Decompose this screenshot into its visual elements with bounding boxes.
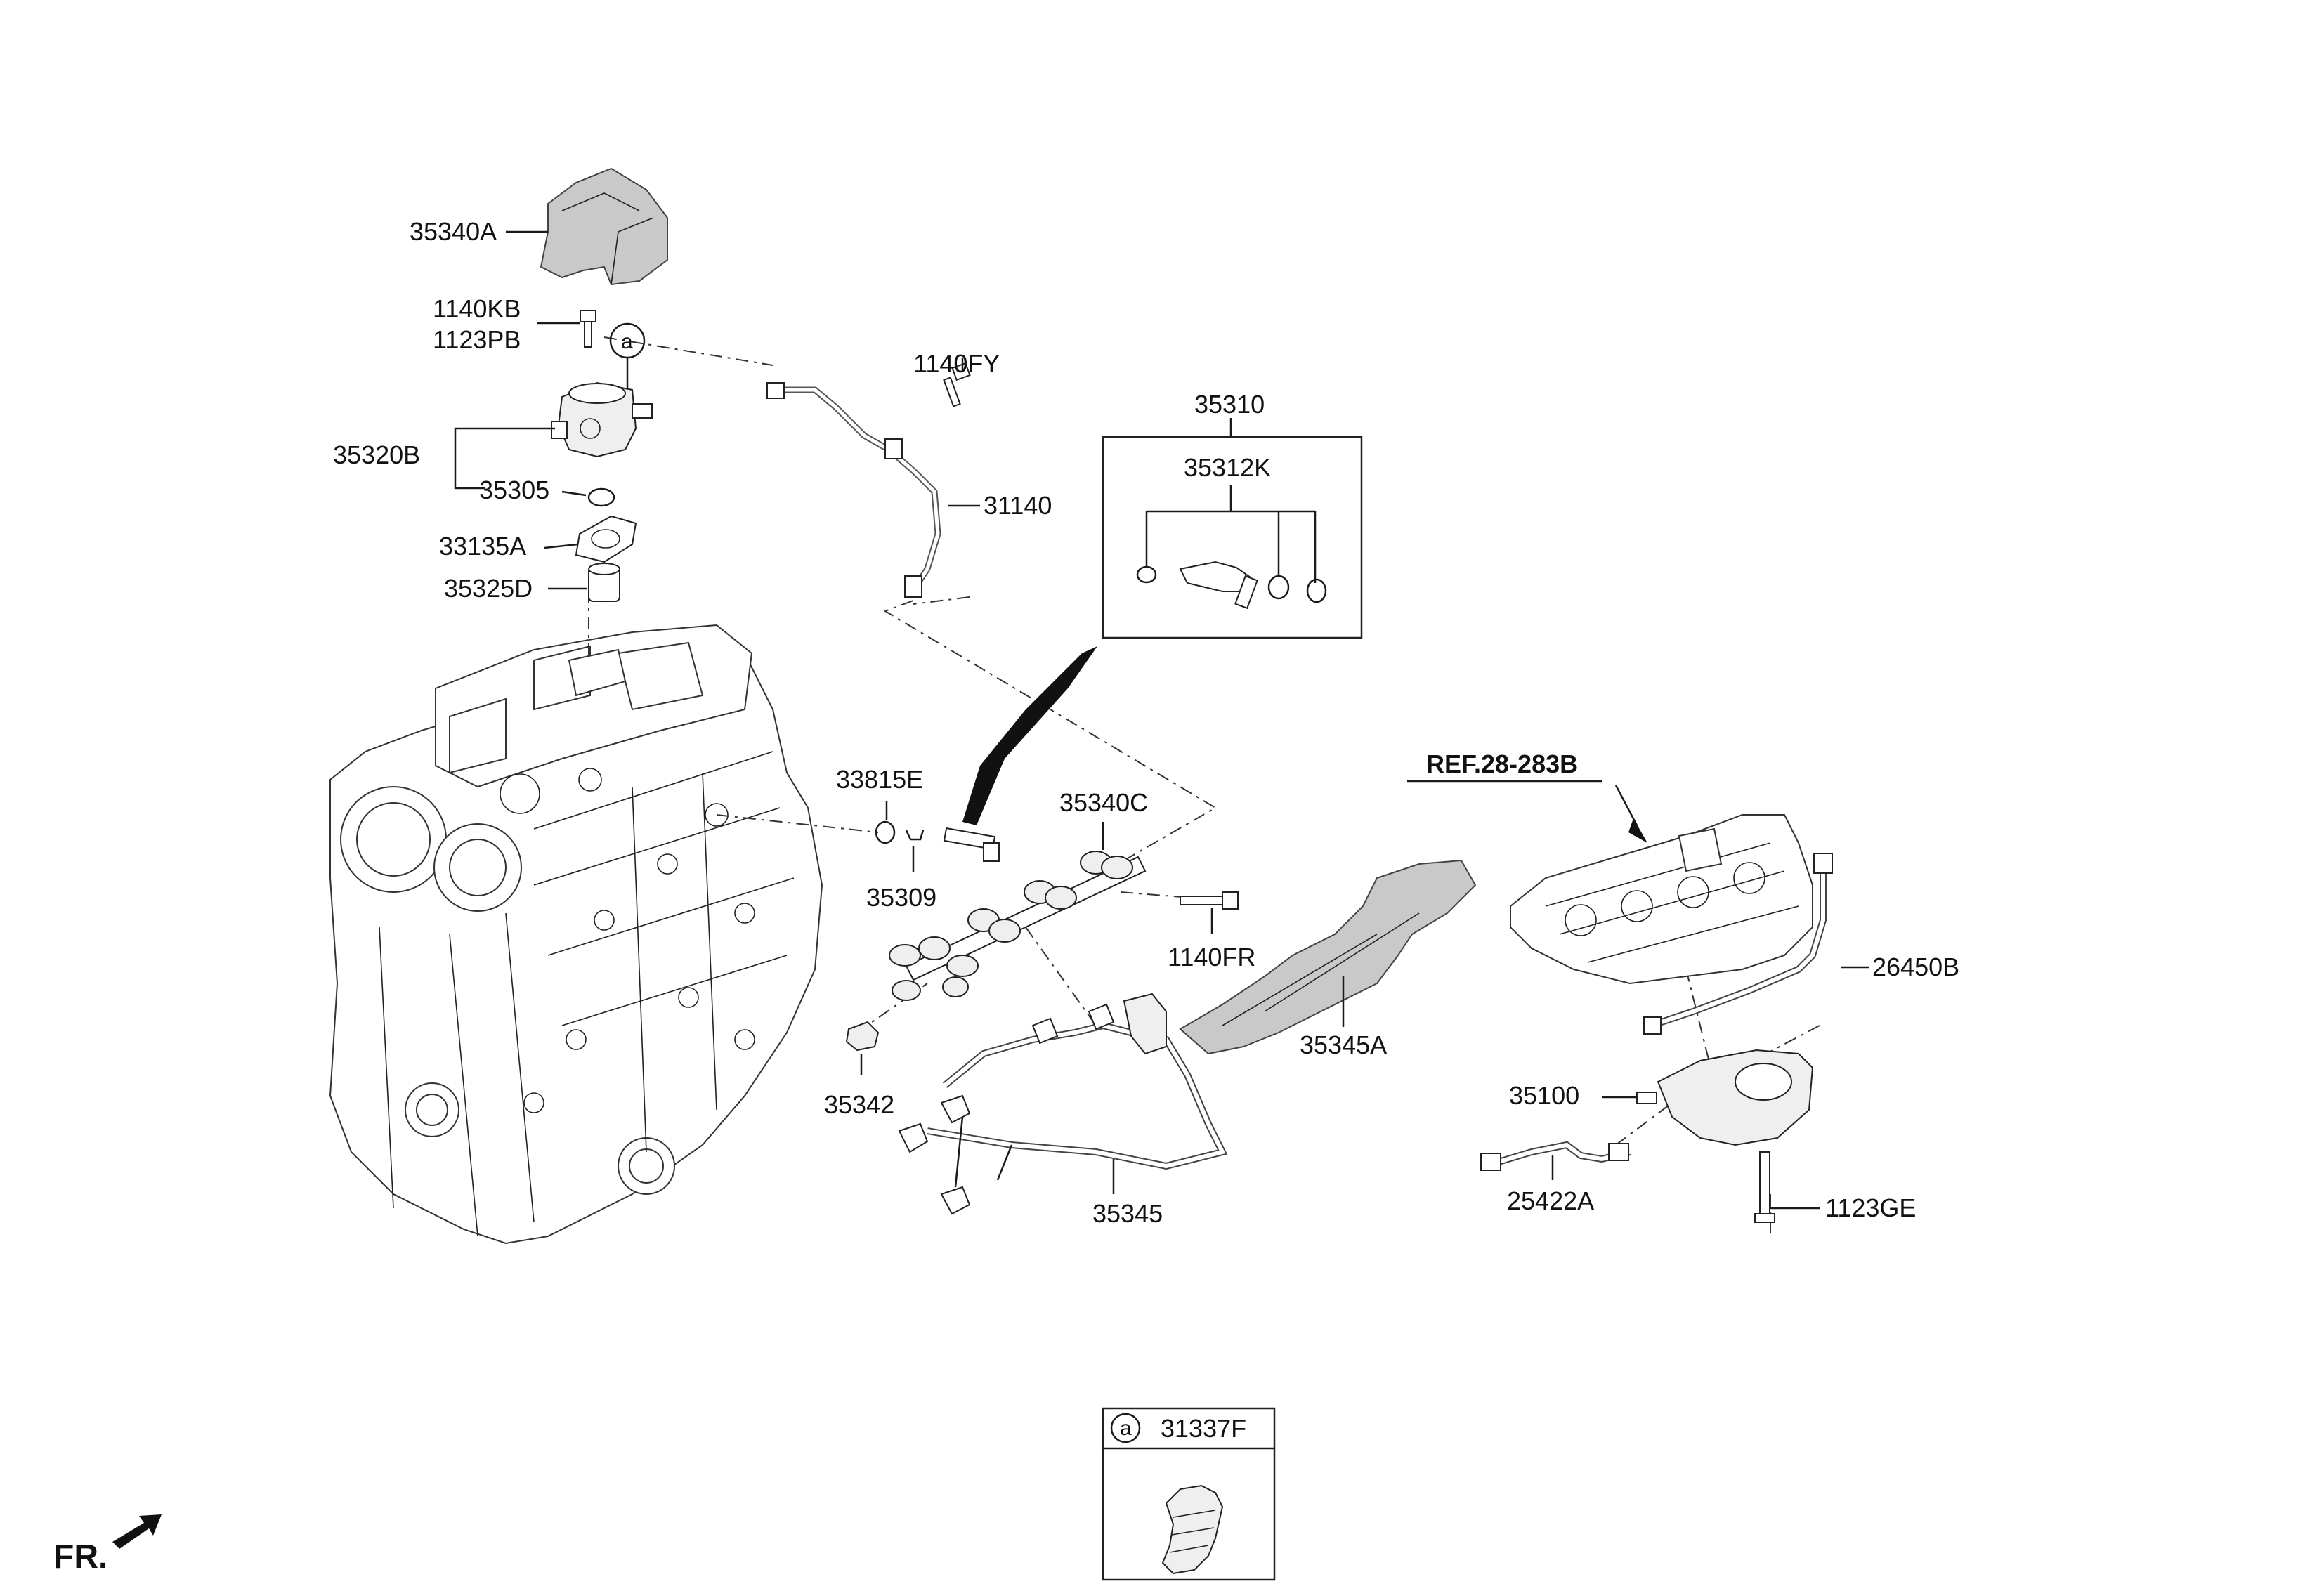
label-1140KB: 1140KB [433,294,521,323]
ref-arrowhead [1628,818,1647,843]
injector-in-kit [1179,561,1258,610]
bolt-1123GE [1754,1151,1775,1223]
clip-35309 [905,830,925,841]
fuel-rail-35340C [889,827,1147,1001]
hose-25422A [1480,1141,1631,1171]
oring-35305 [587,487,615,507]
label-33135A: 33135A [439,532,526,561]
seal-ring-2 [1267,575,1290,600]
clip-31337F [1161,1484,1224,1575]
engine-block [329,624,823,1245]
seal-ring-1 [1136,565,1157,584]
bolt-1140FY [943,362,971,407]
label-35340C: 35340C [1059,788,1148,817]
label-35325D: 35325D [444,574,533,603]
leader-35320B [454,427,555,490]
label-25422A: 25422A [1507,1186,1594,1215]
label-1123PB: 1123PB [433,325,521,354]
fuel-pump-35320B [551,381,653,458]
sensor-35342 [845,1021,880,1052]
label-31140: 31140 [984,491,1052,520]
assembly-guide-lines [588,336,1820,1236]
leader-35312K [1145,485,1317,583]
injector-kit-box [1102,436,1363,639]
label-35342: 35342 [824,1090,894,1119]
intake-manifold [1510,814,1813,985]
detail-callout-a-circle [1110,1413,1141,1443]
label-35305: 35305 [479,476,549,504]
seal-33815E [875,820,896,844]
bolt-1140KB [580,310,596,348]
label-1140FY: 1140FY [913,349,1000,378]
bolt-1140FR [1180,891,1239,910]
leader-33135A [544,543,578,549]
pump-cover-35340A [540,167,668,286]
label-ref-28-283B: REF.28-283B [1426,749,1578,778]
label-35310: 35310 [1194,390,1265,419]
label-26450B: 26450B [1872,952,1959,981]
label-35100: 35100 [1509,1081,1579,1110]
heat-shield-35345A [1179,859,1477,1055]
label-1140FR: 1140FR [1168,943,1255,971]
seal-ring-3 [1306,578,1327,603]
label-35320B: 35320B [333,440,420,469]
front-indicator-label: FR. [53,1538,107,1576]
vacuum-pump-35100 [1636,1049,1814,1146]
label-1123GE: 1123GE [1825,1193,1916,1222]
label-33815E: 33815E [836,765,923,794]
gasket-33135A [575,515,637,563]
label-35345: 35345 [1092,1199,1163,1228]
detail-pointer-wedge [962,646,1097,825]
label-31337F: 31337F [1161,1414,1246,1443]
leader-35305 [561,490,587,497]
front-arrow-icon [112,1514,162,1549]
wiring-harness-35345 [898,993,1228,1215]
detail-box-31337F [1102,1407,1276,1581]
tappet-35325D [588,563,620,602]
detail-callout-a-letter: a [1120,1417,1132,1440]
hose-26450B [1643,853,1833,1035]
label-35312K: 35312K [1184,453,1271,482]
label-35340A: 35340A [410,217,497,246]
callout-a-letter: a [621,330,633,353]
label-35345A: 35345A [1300,1030,1387,1059]
label-35309: 35309 [866,883,936,912]
fuel-pipe-31140 [766,382,941,598]
